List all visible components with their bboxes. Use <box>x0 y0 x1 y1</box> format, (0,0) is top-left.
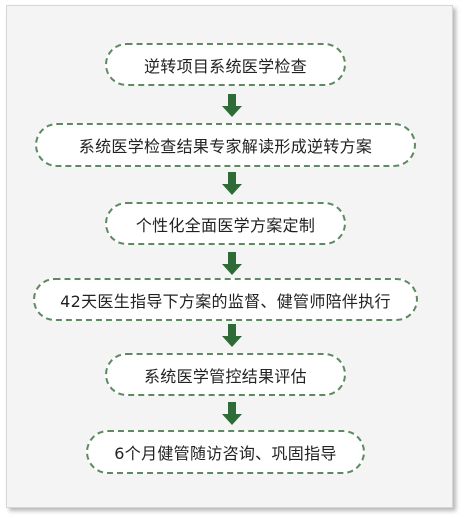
step-4-label: 42天医生指导下方案的监督、健管师陪伴执行 <box>60 291 391 311</box>
arrow-down-icon <box>222 324 242 347</box>
arrow-down-icon <box>222 172 242 195</box>
flowchart-frame: 逆转项目系统医学检查 系统医学检查结果专家解读形成逆转方案 个性化全面医学方案定… <box>6 5 453 508</box>
step-4-box: 42天医生指导下方案的监督、健管师陪伴执行 <box>33 278 418 321</box>
step-5-box: 系统医学管控结果评估 <box>105 353 346 396</box>
step-1-box: 逆转项目系统医学检查 <box>105 43 346 86</box>
arrow-down-icon <box>222 252 242 275</box>
step-6-label: 6个月健管随访咨询、巩固指导 <box>114 444 337 463</box>
step-1-label: 逆转项目系统医学检查 <box>143 56 307 76</box>
step-3-label: 个性化全面医学方案定制 <box>135 215 316 235</box>
step-2-box: 系统医学检查结果专家解读形成逆转方案 <box>35 123 416 167</box>
arrow-down-icon <box>222 402 242 425</box>
arrow-down-icon <box>222 94 242 117</box>
step-2-label: 系统医学检查结果专家解读形成逆转方案 <box>78 137 373 156</box>
step-3-box: 个性化全面医学方案定制 <box>105 202 346 245</box>
step-6-box: 6个月健管随访咨询、巩固指导 <box>86 430 365 474</box>
step-5-label: 系统医学管控结果评估 <box>143 366 307 386</box>
